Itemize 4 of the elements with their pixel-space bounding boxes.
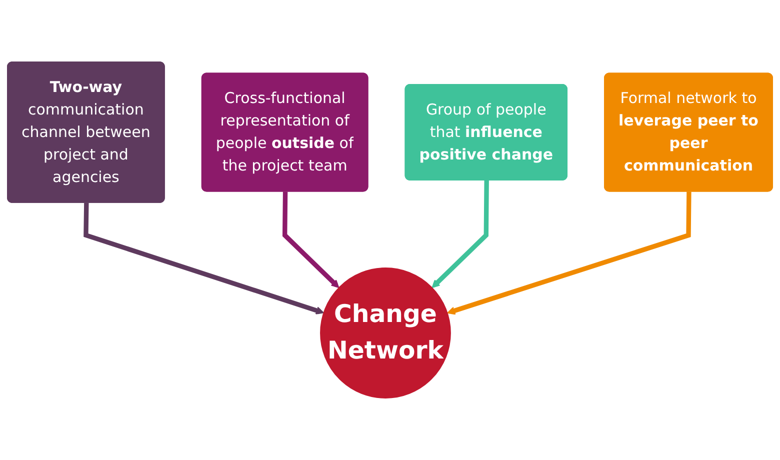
- arrow: [282, 192, 340, 288]
- arrow: [84, 202, 324, 314]
- arrow: [432, 180, 489, 288]
- arrow: [446, 192, 692, 315]
